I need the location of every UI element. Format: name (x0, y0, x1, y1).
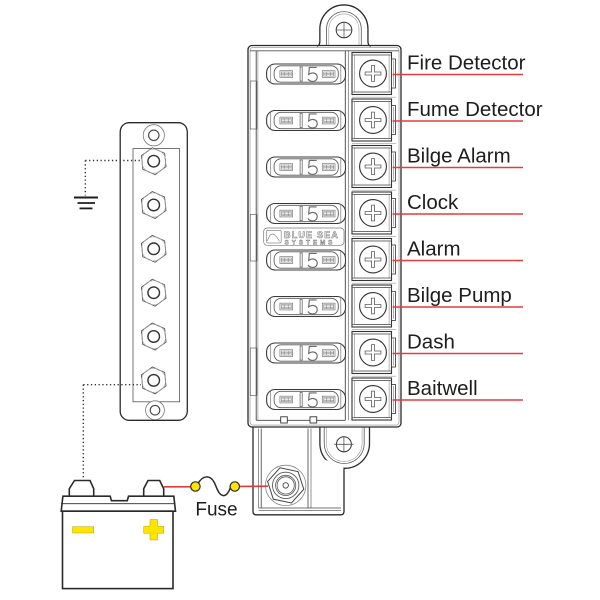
svg-text:Baitwell: Baitwell (407, 377, 478, 400)
svg-text:Alarm: Alarm (407, 237, 461, 260)
svg-text:SYSTEMS: SYSTEMS (285, 240, 336, 247)
svg-text:Bilge Alarm: Bilge Alarm (407, 144, 511, 167)
svg-text:Fire Detector: Fire Detector (407, 51, 526, 74)
svg-text:Clock: Clock (407, 191, 459, 214)
svg-text:Bilge Pump: Bilge Pump (407, 284, 512, 307)
svg-text:BLUE SEA: BLUE SEA (284, 230, 339, 240)
svg-text:Dash: Dash (407, 330, 455, 353)
svg-text:Fume Detector: Fume Detector (407, 98, 543, 121)
svg-text:Fuse: Fuse (195, 500, 237, 521)
